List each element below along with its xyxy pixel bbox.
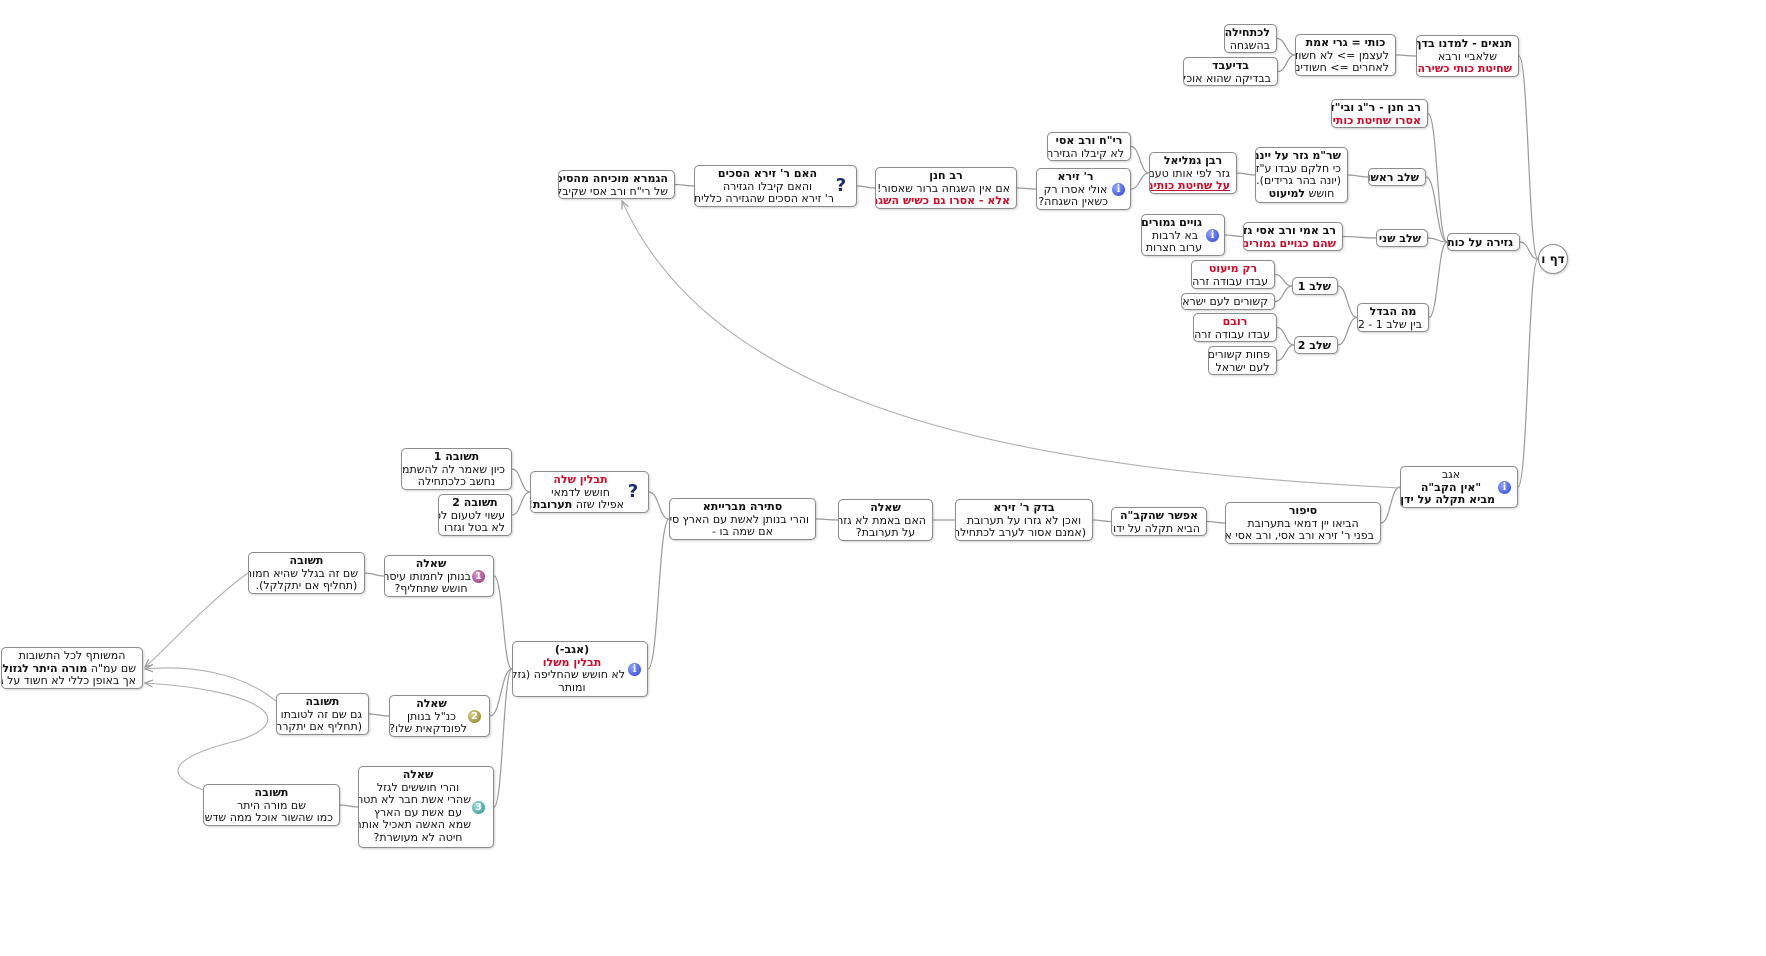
connector-s1-keshurim	[1274, 285, 1293, 303]
connector-gzeira-mahahevdel	[1428, 241, 1448, 319]
connector-root-agav	[1517, 258, 1539, 488]
node-keshurim[interactable]: קשורים לעם ישראל	[1181, 293, 1275, 310]
connector-shlav1-shrm	[1347, 174, 1369, 178]
info-icon[interactable]: i	[1498, 481, 1511, 494]
number-1-icon: 1	[472, 570, 485, 583]
node-shrm-gazar[interactable]: שר"מ גזר על יינם כי חלקם עבדו ע"ז (יונה …	[1255, 147, 1348, 203]
connector-kuti-bediavad	[1277, 54, 1296, 73]
connector-root-tanaim	[1518, 55, 1539, 260]
connector-agab-q1	[493, 575, 513, 670]
relation-tshuva-a-to-common	[145, 572, 249, 667]
connector-rg-rzeira	[1130, 172, 1150, 190]
connector-tanaim-kuti	[1395, 54, 1417, 57]
info-icon[interactable]: i	[1206, 229, 1219, 242]
connector-mahahevdel-s2	[1337, 316, 1358, 346]
node-agav[interactable]: i אגב "אין הקב"ה מביא תקלה על ידן"	[1400, 466, 1518, 508]
node-bediavad[interactable]: בדיעבד בבדיקה שהוא אוכל	[1183, 57, 1278, 86]
node-hameshutaf[interactable]: המשותף לכל התשובות שם עמ"ה מורה היתר לגז…	[1, 647, 143, 689]
relation-tshuva-b-to-common	[145, 668, 277, 702]
number-2-icon: 2	[468, 710, 481, 723]
node-sheela-2[interactable]: 2 שאלה כנ"ל בנותן לפונדקאית שלו?	[389, 695, 490, 737]
node-sheela-taarovet[interactable]: שאלה האם באמת לא גזרו על תערובת?	[838, 499, 933, 541]
connector-shrm-rg	[1236, 172, 1256, 176]
node-rak-miut[interactable]: רק מיעוט עבדו עבודה זרה	[1191, 260, 1275, 289]
info-icon[interactable]: i	[628, 663, 641, 676]
connector-ravchanan2-haim	[856, 185, 876, 189]
connector-kuti-lechatchila	[1276, 37, 1296, 56]
node-agav-tavlin-mishelo[interactable]: i (אגב-) תבלין משלו לא חושש שהחליפה (גזל…	[512, 641, 648, 697]
node-pachot-keshurim[interactable]: פחות קשורים לעם ישראל	[1208, 346, 1277, 375]
node-efshar-shehakbh[interactable]: אפשר שהקב"ה הביא תקלה על ידו?	[1111, 507, 1207, 536]
node-r-zeira[interactable]: i ר' זירא אולי אסרו רק כשאין השגחה?	[1036, 168, 1131, 210]
connector-efshar-badak	[1092, 519, 1112, 523]
node-shlav-rishon[interactable]: שלב ראשון	[1368, 168, 1426, 186]
connector-rg-rich	[1130, 145, 1150, 174]
connector-ravami-goyim	[1224, 234, 1244, 238]
node-stira-mibraita[interactable]: סתירה מברייתא והרי בנותן לאשת עם הארץ סי…	[669, 498, 816, 540]
node-goyim-gmurim[interactable]: i גויים גמורים בא לרבות ערוב חצרות	[1141, 214, 1225, 256]
info-icon[interactable]: i	[1112, 183, 1125, 196]
connector-gzeira-shlav2	[1427, 237, 1448, 243]
node-tavlin-shela[interactable]: ? תבלין שלה חושש לדמאי אפילו שזה תערובת!	[530, 471, 649, 513]
connector-agab-q2	[489, 668, 513, 717]
connector-agav-sipur	[1380, 486, 1401, 524]
connector-s1-rakmiut	[1274, 273, 1293, 287]
node-tshuva-b[interactable]: תשובה גם שם זה לטובתו (תחליף אם יתקרר)	[276, 693, 369, 735]
node-rav-chanan[interactable]: רב חנן אם אין השגחה ברור שאסור! אלא - אס…	[875, 167, 1017, 209]
connector-q3-a3	[339, 804, 359, 808]
connector-gzeira-shlav1	[1425, 176, 1448, 243]
connector-q2-a2	[368, 713, 390, 717]
node-tshuva-c[interactable]: תשובה שם מורה היתר כמו שהשור אוכל ממה שד…	[203, 784, 340, 826]
connector-rzeira-ravchanan2	[1016, 187, 1037, 190]
node-shlav-1[interactable]: שלב 1	[1292, 277, 1338, 295]
node-gmara-mochicha[interactable]: הגמרא מוכיחה מהסיפור של רי"ח ורב אסי שקי…	[558, 170, 675, 199]
relation-tshuva-c-to-common	[145, 683, 269, 791]
node-kuti-geirei-emet[interactable]: כותי = גרי אמת לעצמן => לא חשודים לאחרים…	[1295, 34, 1396, 76]
node-tshuva-1[interactable]: תשובה 1 כיון שאמר לה להשתמש נחשב כלכתחיל…	[401, 448, 512, 490]
node-sipur[interactable]: סיפור הביאו יין דמאי בתערובת בפני ר' זיר…	[1225, 502, 1381, 544]
node-tshuva-2[interactable]: תשובה 2 עשוי לטעום לכן לא בטל וגזרו	[438, 494, 512, 536]
number-3-icon: 3	[472, 801, 485, 814]
node-badak-r-zeira[interactable]: בדק ר' זירא ואכן לא גזרו על תערובת (אמנם…	[955, 499, 1093, 541]
connector-gzeira-ravchanan	[1427, 112, 1448, 243]
node-raban-gamliel[interactable]: רבן גמליאל גזר לפי אותו טעם על שחיטת כות…	[1149, 152, 1237, 194]
node-ma-hahevdel[interactable]: מה הבדל בין שלב 1 - 2	[1357, 303, 1429, 332]
connector-agab-q3	[493, 668, 513, 808]
question-icon[interactable]: ?	[835, 175, 847, 196]
connector-root-gzeira	[1519, 241, 1539, 260]
connector-tavlin-tshuva2	[511, 491, 531, 516]
node-shlav-sheni[interactable]: שלב שני	[1376, 229, 1428, 247]
node-gzeira-al-kuti[interactable]: גזירה על כותי	[1447, 233, 1520, 251]
connector-tavlin-tshuva1	[511, 468, 531, 493]
node-tanaim[interactable]: תנאים - למדנו בדף ג שלאביי ורבא שחיטת כו…	[1416, 35, 1519, 77]
node-rav-chanan-rg[interactable]: רב חנן - ר"ג ובי"ד אסרו שחיטת כותי	[1331, 99, 1428, 128]
node-haim-r-zeira-hiskim[interactable]: ? האם ר' זירא הסכים והאם קיבלו הגזירה ר'…	[694, 165, 857, 207]
root-node-daf-vav[interactable]: דף ו	[1538, 244, 1568, 274]
root-label: דף ו	[1541, 252, 1565, 266]
node-sheela-3[interactable]: 3 שאלה והרי חוששים לגזל שהרי אשת חבר לא …	[358, 766, 494, 848]
node-rav-ami-rav-asi[interactable]: רב אמי ורב אסי גזרו שהם כגויים גמורים	[1243, 222, 1343, 251]
connector-haim-gmara	[674, 183, 695, 187]
node-sheela-1[interactable]: 1 שאלה בנותן לחמותו עיסה חושש שתחליף?	[384, 555, 494, 597]
connector-q1-a1	[364, 572, 385, 577]
connector-s2-rubam	[1276, 326, 1295, 346]
node-tshuva-a[interactable]: תשובה שם זה בגלל שהיא חמותו (תחליף אם ית…	[248, 552, 365, 594]
connector-sipur-efshar	[1206, 520, 1226, 524]
connector-stira-agab	[647, 518, 670, 670]
connector-mahahevdel-s1	[1337, 285, 1358, 319]
node-lechatchila[interactable]: לכתחילה בהשגחה	[1224, 24, 1277, 53]
connector-shlav2-ravami	[1342, 235, 1377, 239]
node-rubam[interactable]: רובם עבדו עבודה זרה	[1193, 313, 1277, 342]
connector-stira-tavlin	[648, 491, 670, 520]
connector-s2-pachot	[1276, 344, 1295, 362]
node-shlav-2[interactable]: שלב 2	[1294, 336, 1338, 354]
node-rich-rav-asi[interactable]: רי"ח ורב אסי לא קיבלו הגזירה	[1047, 132, 1131, 161]
question-icon[interactable]: ?	[627, 481, 639, 502]
connector-sheela-stira	[815, 518, 839, 521]
